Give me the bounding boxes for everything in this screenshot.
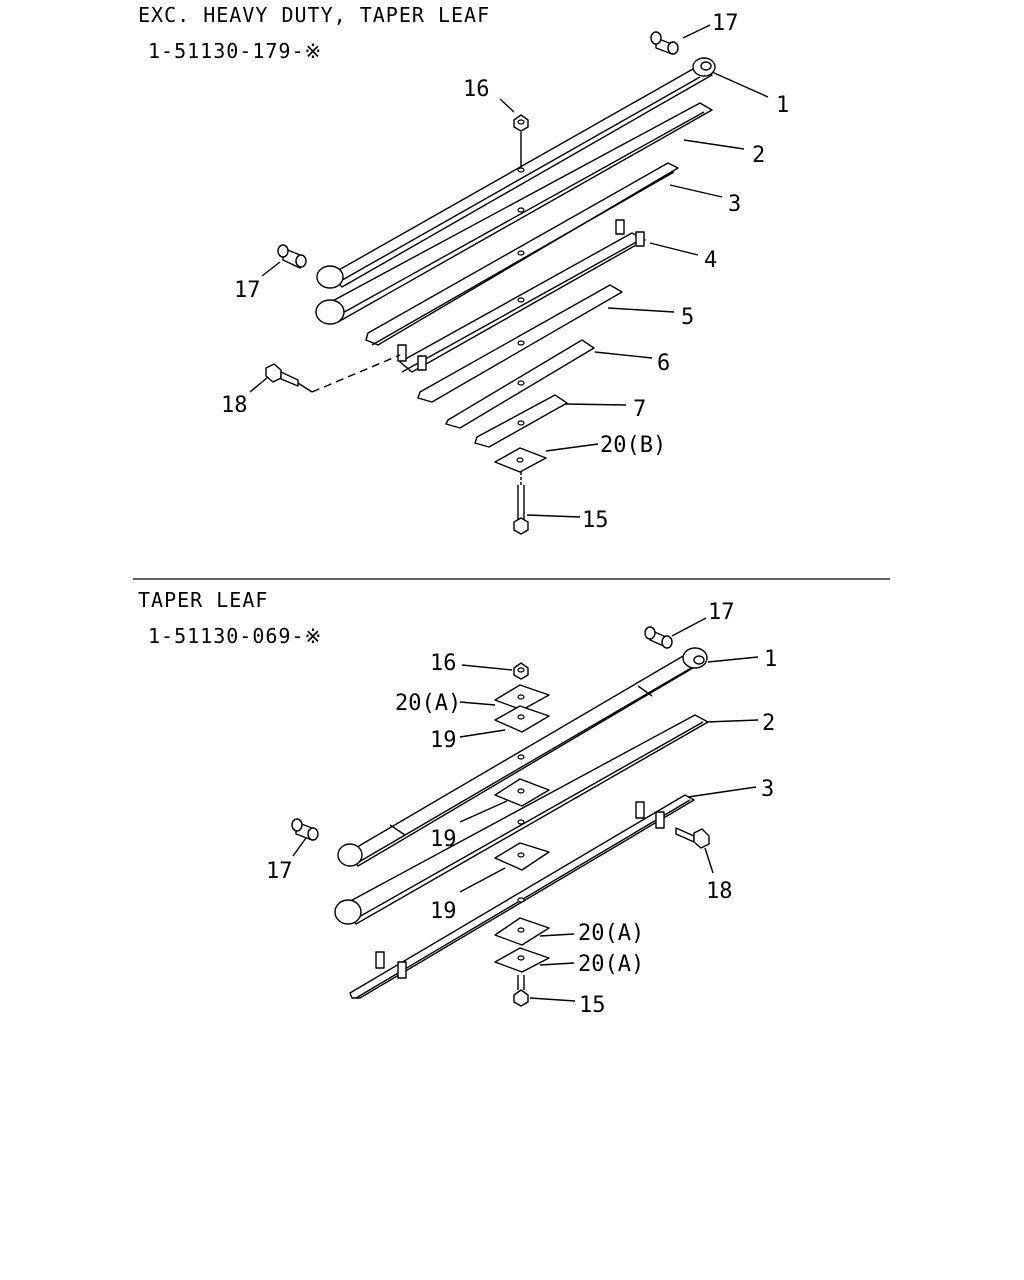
leaf-3: [365, 162, 679, 346]
center-bolt-15: [513, 472, 529, 535]
leaf-1-taper: [337, 647, 708, 867]
callout-17-left: 17: [234, 278, 261, 303]
callout-16: 16: [463, 77, 490, 102]
callout-18: 18: [221, 393, 248, 418]
leaf-3-taper: [349, 794, 695, 999]
spacer-19-lower: [494, 842, 550, 871]
callout-2: 2: [752, 143, 765, 168]
callout-18-taper: 18: [706, 879, 733, 904]
callout-20a-bottom-2: 20(A): [578, 952, 644, 977]
section-1-part-number: 1-51130-179-※: [148, 39, 322, 63]
callout-4: 4: [704, 248, 717, 273]
leaf-1: [316, 57, 716, 289]
section-2-title: TAPER LEAF: [138, 588, 268, 612]
spacers-bottom: [494, 917, 550, 973]
callout-17-taper-left: 17: [266, 859, 293, 884]
callout-20a-top: 20(A): [395, 691, 461, 716]
leaf-7: [474, 394, 568, 448]
callout-19-lower: 19: [430, 899, 457, 924]
bushing-17-taper-left: [291, 818, 319, 841]
spacers-top: [494, 684, 550, 733]
callout-7: 7: [633, 397, 646, 422]
bushing-17-taper-top: [644, 626, 673, 649]
callout-17: 17: [712, 11, 739, 36]
section-taper-leaf: TAPER LEAF 1-51130-069-※: [138, 588, 777, 1018]
callout-16-taper: 16: [430, 651, 457, 676]
callout-15-taper: 15: [579, 993, 606, 1018]
section-heavy-duty: EXC. HEAVY DUTY, TAPER LEAF 1-51130-179-…: [138, 3, 789, 535]
callout-6: 6: [657, 351, 670, 376]
callout-1-taper: 1: [764, 647, 777, 672]
callout-17-taper: 17: [708, 600, 735, 625]
leaf-6: [445, 339, 595, 429]
callout-15: 15: [582, 508, 609, 533]
nut-16-taper: [513, 662, 529, 680]
spacer-20b: [494, 447, 547, 473]
bushing-17-top: [650, 31, 679, 55]
callout-1: 1: [776, 93, 789, 118]
leaf-4: [397, 219, 646, 373]
nut-16: [513, 114, 529, 166]
section-2-part-number: 1-51130-069-※: [148, 624, 322, 648]
section-1-title: EXC. HEAVY DUTY, TAPER LEAF: [138, 3, 490, 27]
callout-20b: 20(B): [600, 433, 666, 458]
leaf-5: [417, 284, 623, 403]
bolt-18: [265, 354, 401, 393]
callout-19-mid: 19: [430, 827, 457, 852]
bolt-18-taper: [675, 827, 710, 849]
callout-3: 3: [728, 192, 741, 217]
center-bolt-15-taper: [513, 975, 529, 1007]
callout-19-top: 19: [430, 728, 457, 753]
bushing-17-left: [277, 244, 307, 269]
callout-20a-bottom-1: 20(A): [578, 921, 644, 946]
spacer-19-mid: [494, 778, 550, 807]
callout-3-taper: 3: [761, 777, 774, 802]
leaf-2: [315, 102, 713, 325]
callout-2-taper: 2: [762, 711, 775, 736]
callout-5: 5: [681, 305, 694, 330]
